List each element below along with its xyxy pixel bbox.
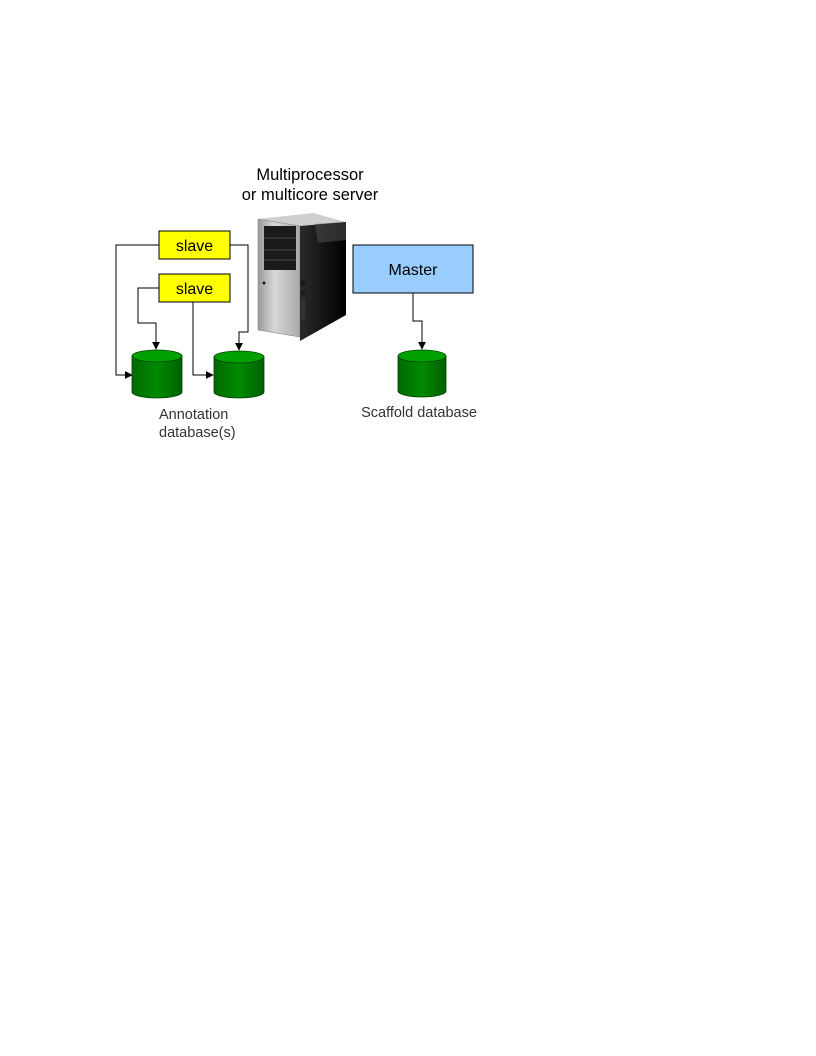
diagram-title-line-1: Multiprocessor	[256, 166, 364, 184]
connector-slave1-to-db2	[230, 244, 249, 351]
connector-slave1-to-db1	[115, 244, 159, 379]
scaffold-database-icon	[397, 349, 447, 398]
annotation-database-caption-line-2: database(s)	[159, 425, 236, 441]
slave-box-2: slave	[158, 273, 231, 303]
diagram-title-line-2: or multicore server	[242, 186, 379, 204]
connector-slave2-to-db1	[137, 287, 160, 350]
annotation-database-icon-2	[213, 350, 265, 399]
slave-box-1: slave	[158, 230, 231, 260]
connector-master-to-scaffold-db	[412, 293, 426, 350]
annotation-database-caption-line-1: Annotation	[159, 407, 228, 423]
slave-box-2-label: slave	[176, 281, 213, 298]
master-box: Master	[352, 244, 474, 294]
slave-box-1-label: slave	[176, 238, 213, 255]
server-tower-icon	[257, 213, 346, 341]
master-box-label: Master	[389, 262, 439, 279]
annotation-database-icon-1	[131, 349, 183, 399]
connector-slave2-to-db2	[192, 301, 214, 379]
scaffold-database-caption: Scaffold database	[361, 405, 477, 421]
